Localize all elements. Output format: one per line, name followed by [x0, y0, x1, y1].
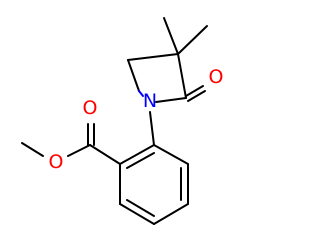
atom-n-ring: N [143, 90, 157, 112]
bond-c2-o-double-b [187, 90, 206, 102]
bond-aryl-ester-c [89, 144, 121, 165]
atom-o-ester-carbonyl: O [83, 97, 98, 119]
bond-ring-4-inner [126, 199, 155, 217]
atom-o-lactam-carbonyl: O [209, 66, 224, 88]
bond-n-aryl [149, 111, 155, 146]
bond-ester-c-o-single [67, 144, 91, 157]
bond-c4-n [127, 59, 140, 92]
bond-c3-c4 [127, 53, 179, 61]
bond-ring-6 [119, 144, 155, 165]
bond-c3-methyl-1 [163, 17, 179, 55]
bond-c3-c2 [177, 53, 187, 99]
bond-ring-6-inner [126, 152, 155, 169]
bond-c4-n-hetero [138, 90, 144, 97]
molecule-structure: O N O O [21, 17, 224, 225]
atom-o-ester-ether: O [49, 151, 64, 173]
bond-ring-4 [119, 203, 155, 225]
bond-c2-o-double-a [185, 85, 204, 97]
bond-n-c2 [155, 97, 187, 103]
bond-o-methyl [21, 142, 44, 157]
bond-ring-3 [153, 203, 189, 225]
bond-ring-1 [153, 144, 189, 165]
bond-c3-methyl-2 [177, 25, 208, 55]
